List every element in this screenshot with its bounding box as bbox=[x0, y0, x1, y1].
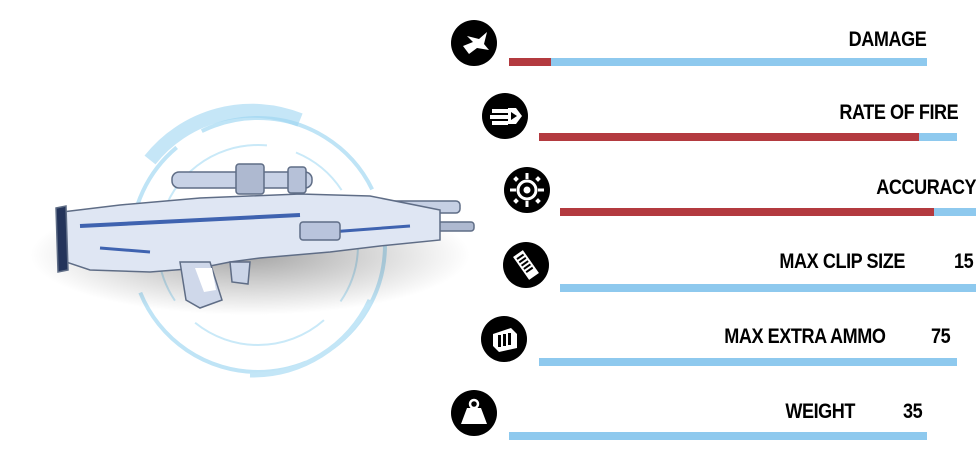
accuracy-label: ACCURACY bbox=[876, 176, 976, 199]
rifle-body bbox=[55, 163, 475, 309]
weight-label: WEIGHT bbox=[785, 400, 855, 423]
max-clip-size-label: MAX CLIP SIZE bbox=[779, 250, 905, 273]
weight-value: 35 bbox=[903, 400, 923, 423]
rate-of-fire-bar bbox=[539, 133, 957, 141]
damage-bar-fill bbox=[509, 58, 551, 66]
weight-bar bbox=[509, 432, 927, 440]
weapon-image bbox=[30, 103, 475, 378]
damage-bar bbox=[509, 58, 927, 66]
bird-icon bbox=[451, 20, 497, 66]
accuracy-bar-fill bbox=[560, 208, 935, 216]
max-extra-ammo-bar bbox=[539, 358, 957, 366]
damage-label: DAMAGE bbox=[848, 28, 926, 51]
accuracy-bar bbox=[560, 208, 976, 216]
max-extra-ammo-value: 75 bbox=[931, 325, 951, 348]
magazine-icon bbox=[503, 242, 549, 288]
rate-of-fire-bar-fill bbox=[539, 133, 920, 141]
rate-of-fire-label: RATE OF FIRE bbox=[839, 101, 958, 124]
max-extra-ammo-label: MAX EXTRA AMMO bbox=[723, 325, 886, 348]
max-clip-size-value: 15 bbox=[954, 250, 974, 273]
crosshair-icon bbox=[504, 167, 550, 213]
bullet-icon bbox=[482, 93, 528, 139]
max-clip-size-bar bbox=[560, 284, 976, 292]
weight-icon bbox=[451, 390, 497, 436]
ammo-crate-icon bbox=[481, 316, 527, 362]
